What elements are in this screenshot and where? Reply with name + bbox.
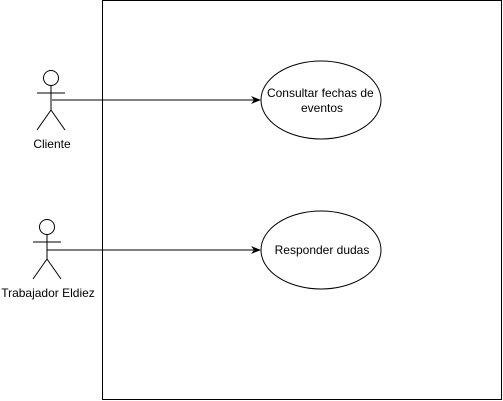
actor-label: Trabajador Eldiez (1, 286, 95, 300)
use-case-consultar[interactable]: Consultar fechas de eventos (260, 60, 382, 140)
stick-figure-icon (32, 219, 62, 280)
actor-label: Cliente (33, 137, 71, 151)
use-case-label: Responder dudas (275, 243, 370, 257)
use-case-label-line: Consultar fechas de (267, 86, 374, 100)
system-boundary (102, 0, 502, 400)
use-case-label: Consultar fechas de eventos (267, 86, 377, 115)
use-case-label-line: eventos (301, 101, 343, 115)
actor-cliente[interactable]: Cliente (33, 70, 71, 152)
use-case-ellipse (260, 210, 382, 290)
actor-trabajador[interactable]: Trabajador Eldiez (1, 219, 95, 301)
use-case-ellipse (260, 60, 382, 140)
stick-figure-icon (36, 70, 66, 131)
use-case-responder[interactable]: Responder dudas (260, 210, 382, 290)
